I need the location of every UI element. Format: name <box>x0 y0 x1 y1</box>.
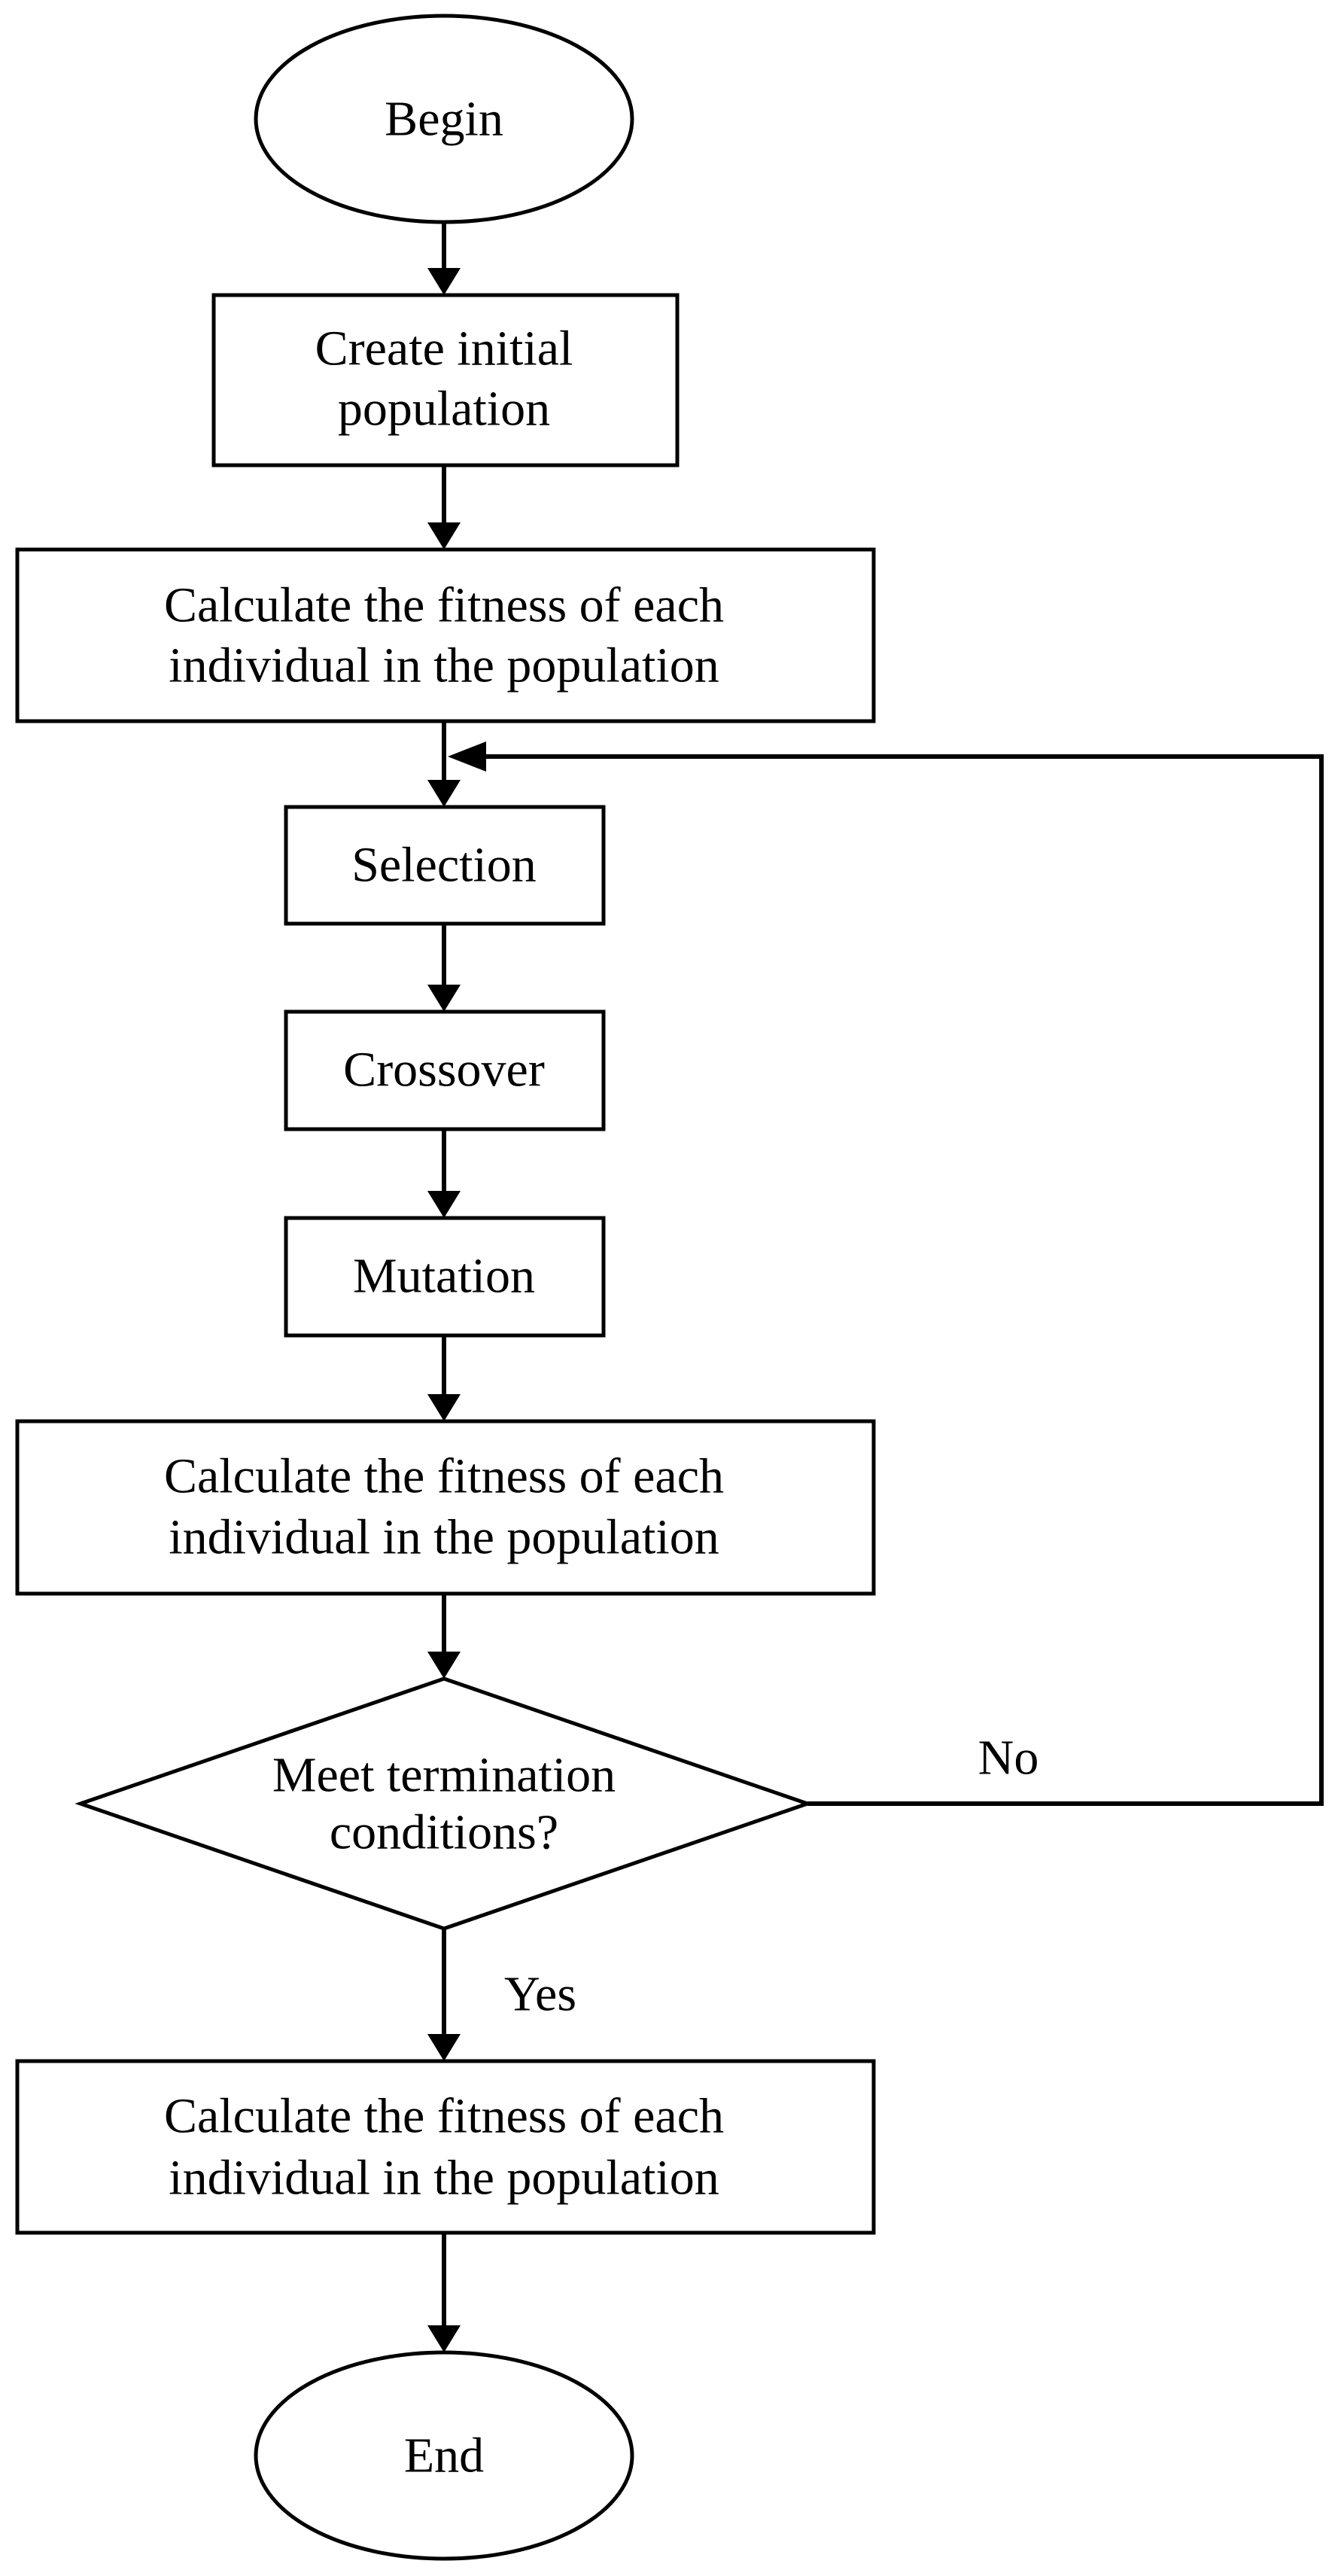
fitness-initial-node: Calculate the fitness of each individual… <box>15 547 876 723</box>
arrowhead-end <box>427 2325 461 2352</box>
termination-label-line-1: Meet termination <box>272 1748 616 1803</box>
begin-ellipse <box>254 14 634 224</box>
crossover-box <box>284 1009 606 1131</box>
fitness-final-label-line-2: individual in the population <box>169 2151 719 2206</box>
arrowhead-decision <box>427 1652 461 1679</box>
no-loop-line <box>485 754 1324 1806</box>
selection-label: Selection <box>351 838 537 893</box>
create-population-node: Create initial population <box>211 293 680 467</box>
fitness-final-label-line-1: Calculate the fitness of each <box>164 2089 724 2144</box>
fitness-loop-label-line-1: Calculate the fitness of each <box>164 1449 724 1504</box>
fitness-loop-box <box>15 1419 876 1596</box>
no-branch-label: No <box>978 1731 1039 1786</box>
termination-diamond <box>74 1676 813 1931</box>
crossover-label: Crossover <box>343 1043 545 1098</box>
connectors <box>427 222 1324 2352</box>
fitness-initial-label-line-2: individual in the population <box>169 638 719 693</box>
arrowhead-fitness-loop <box>427 1394 461 1421</box>
end-node: End <box>254 2350 634 2561</box>
fitness-final-node: Calculate the fitness of each individual… <box>15 2059 876 2235</box>
selection-box <box>284 805 606 926</box>
fitness-initial-label-line-1: Calculate the fitness of each <box>164 578 724 633</box>
mutation-box <box>284 1216 606 1338</box>
arrowhead-selection <box>427 780 461 807</box>
selection-node: Selection <box>284 805 606 926</box>
termination-decision-node: Meet termination conditions? <box>74 1676 813 1931</box>
fitness-loop-node: Calculate the fitness of each individual… <box>15 1419 876 1596</box>
crossover-node: Crossover <box>284 1009 606 1131</box>
end-ellipse <box>254 2350 634 2561</box>
fitness-final-box <box>15 2059 876 2235</box>
fitness-initial-box <box>15 547 876 723</box>
termination-label-line-2: conditions? <box>330 1805 558 1860</box>
create-population-label-line-2: population <box>338 382 550 437</box>
fitness-loop-label-line-2: individual in the population <box>169 1510 719 1565</box>
arrowhead-crossover <box>427 985 461 1012</box>
mutation-label: Mutation <box>353 1249 535 1304</box>
yes-branch-label: Yes <box>504 1967 576 2022</box>
begin-label: Begin <box>385 92 503 147</box>
arrowhead-fitness-final <box>427 2034 461 2061</box>
create-population-box <box>211 293 680 467</box>
create-population-label-line-1: Create initial <box>315 321 573 376</box>
begin-node: Begin <box>254 14 634 224</box>
end-label: End <box>404 2428 484 2483</box>
arrowhead-fitness-initial <box>427 522 461 550</box>
arrowhead-no-loop <box>448 741 486 772</box>
mutation-node: Mutation <box>284 1216 606 1338</box>
arrowhead-create <box>427 268 461 295</box>
arrowhead-mutation <box>427 1191 461 1218</box>
